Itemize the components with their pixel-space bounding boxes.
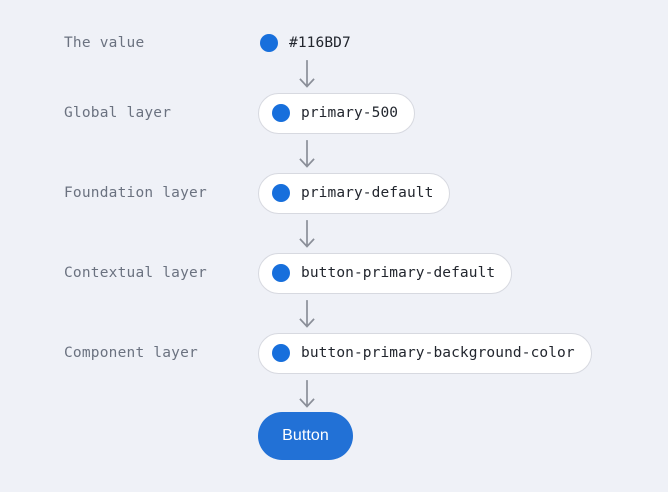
flow-row-foundation-layer: Foundation layer primary-default [0, 172, 668, 214]
color-swatch-icon [272, 264, 290, 282]
row-label-contextual-layer: Contextual layer [64, 265, 207, 281]
color-swatch-icon [260, 34, 278, 52]
row-label-component-layer: Component layer [64, 345, 198, 361]
flow-row-global-layer: Global layer primary-500 [0, 92, 668, 134]
token-pill-primary-500[interactable]: primary-500 [258, 92, 416, 134]
token-pill-label: button-primary-background-color [301, 345, 575, 361]
token-pill-label: primary-500 [301, 105, 399, 121]
token-pill-button-primary-background-color[interactable]: button-primary-background-color [258, 332, 592, 374]
arrow-contextual-to-component [296, 300, 318, 332]
token-pill-label: button-primary-default [301, 265, 496, 281]
arrow-component-to-button [296, 380, 318, 412]
arrow-global-to-foundation [296, 140, 318, 172]
flow-row-component-layer: Component layer button-primary-backgroun… [0, 332, 668, 374]
token-pill-primary-default[interactable]: primary-default [258, 172, 451, 214]
flow-row-value: The value #116BD7 [0, 22, 668, 64]
flow-node-foundation-layer: primary-default [258, 172, 451, 214]
color-swatch-icon [272, 344, 290, 362]
row-label-value: The value [64, 35, 145, 51]
arrow-foundation-to-contextual [296, 220, 318, 252]
value-text: #116BD7 [289, 35, 351, 51]
token-pill-label: primary-default [301, 185, 434, 201]
token-pill-button-primary-default[interactable]: button-primary-default [258, 252, 513, 294]
flow-result-button-wrapper: Button [258, 412, 353, 460]
color-swatch-icon [272, 104, 290, 122]
row-label-global-layer: Global layer [64, 105, 172, 121]
flow-node-component-layer: button-primary-background-color [258, 332, 592, 374]
flow-node-global-layer: primary-500 [258, 92, 416, 134]
row-label-foundation-layer: Foundation layer [64, 185, 207, 201]
flow-row-contextual-layer: Contextual layer button-primary-default [0, 252, 668, 294]
flow-node-contextual-layer: button-primary-default [258, 252, 513, 294]
value-chip: #116BD7 [258, 34, 353, 52]
color-swatch-icon [272, 184, 290, 202]
primary-button[interactable]: Button [258, 412, 353, 460]
flow-node-value: #116BD7 [258, 22, 353, 64]
arrow-value-to-global [296, 60, 318, 92]
